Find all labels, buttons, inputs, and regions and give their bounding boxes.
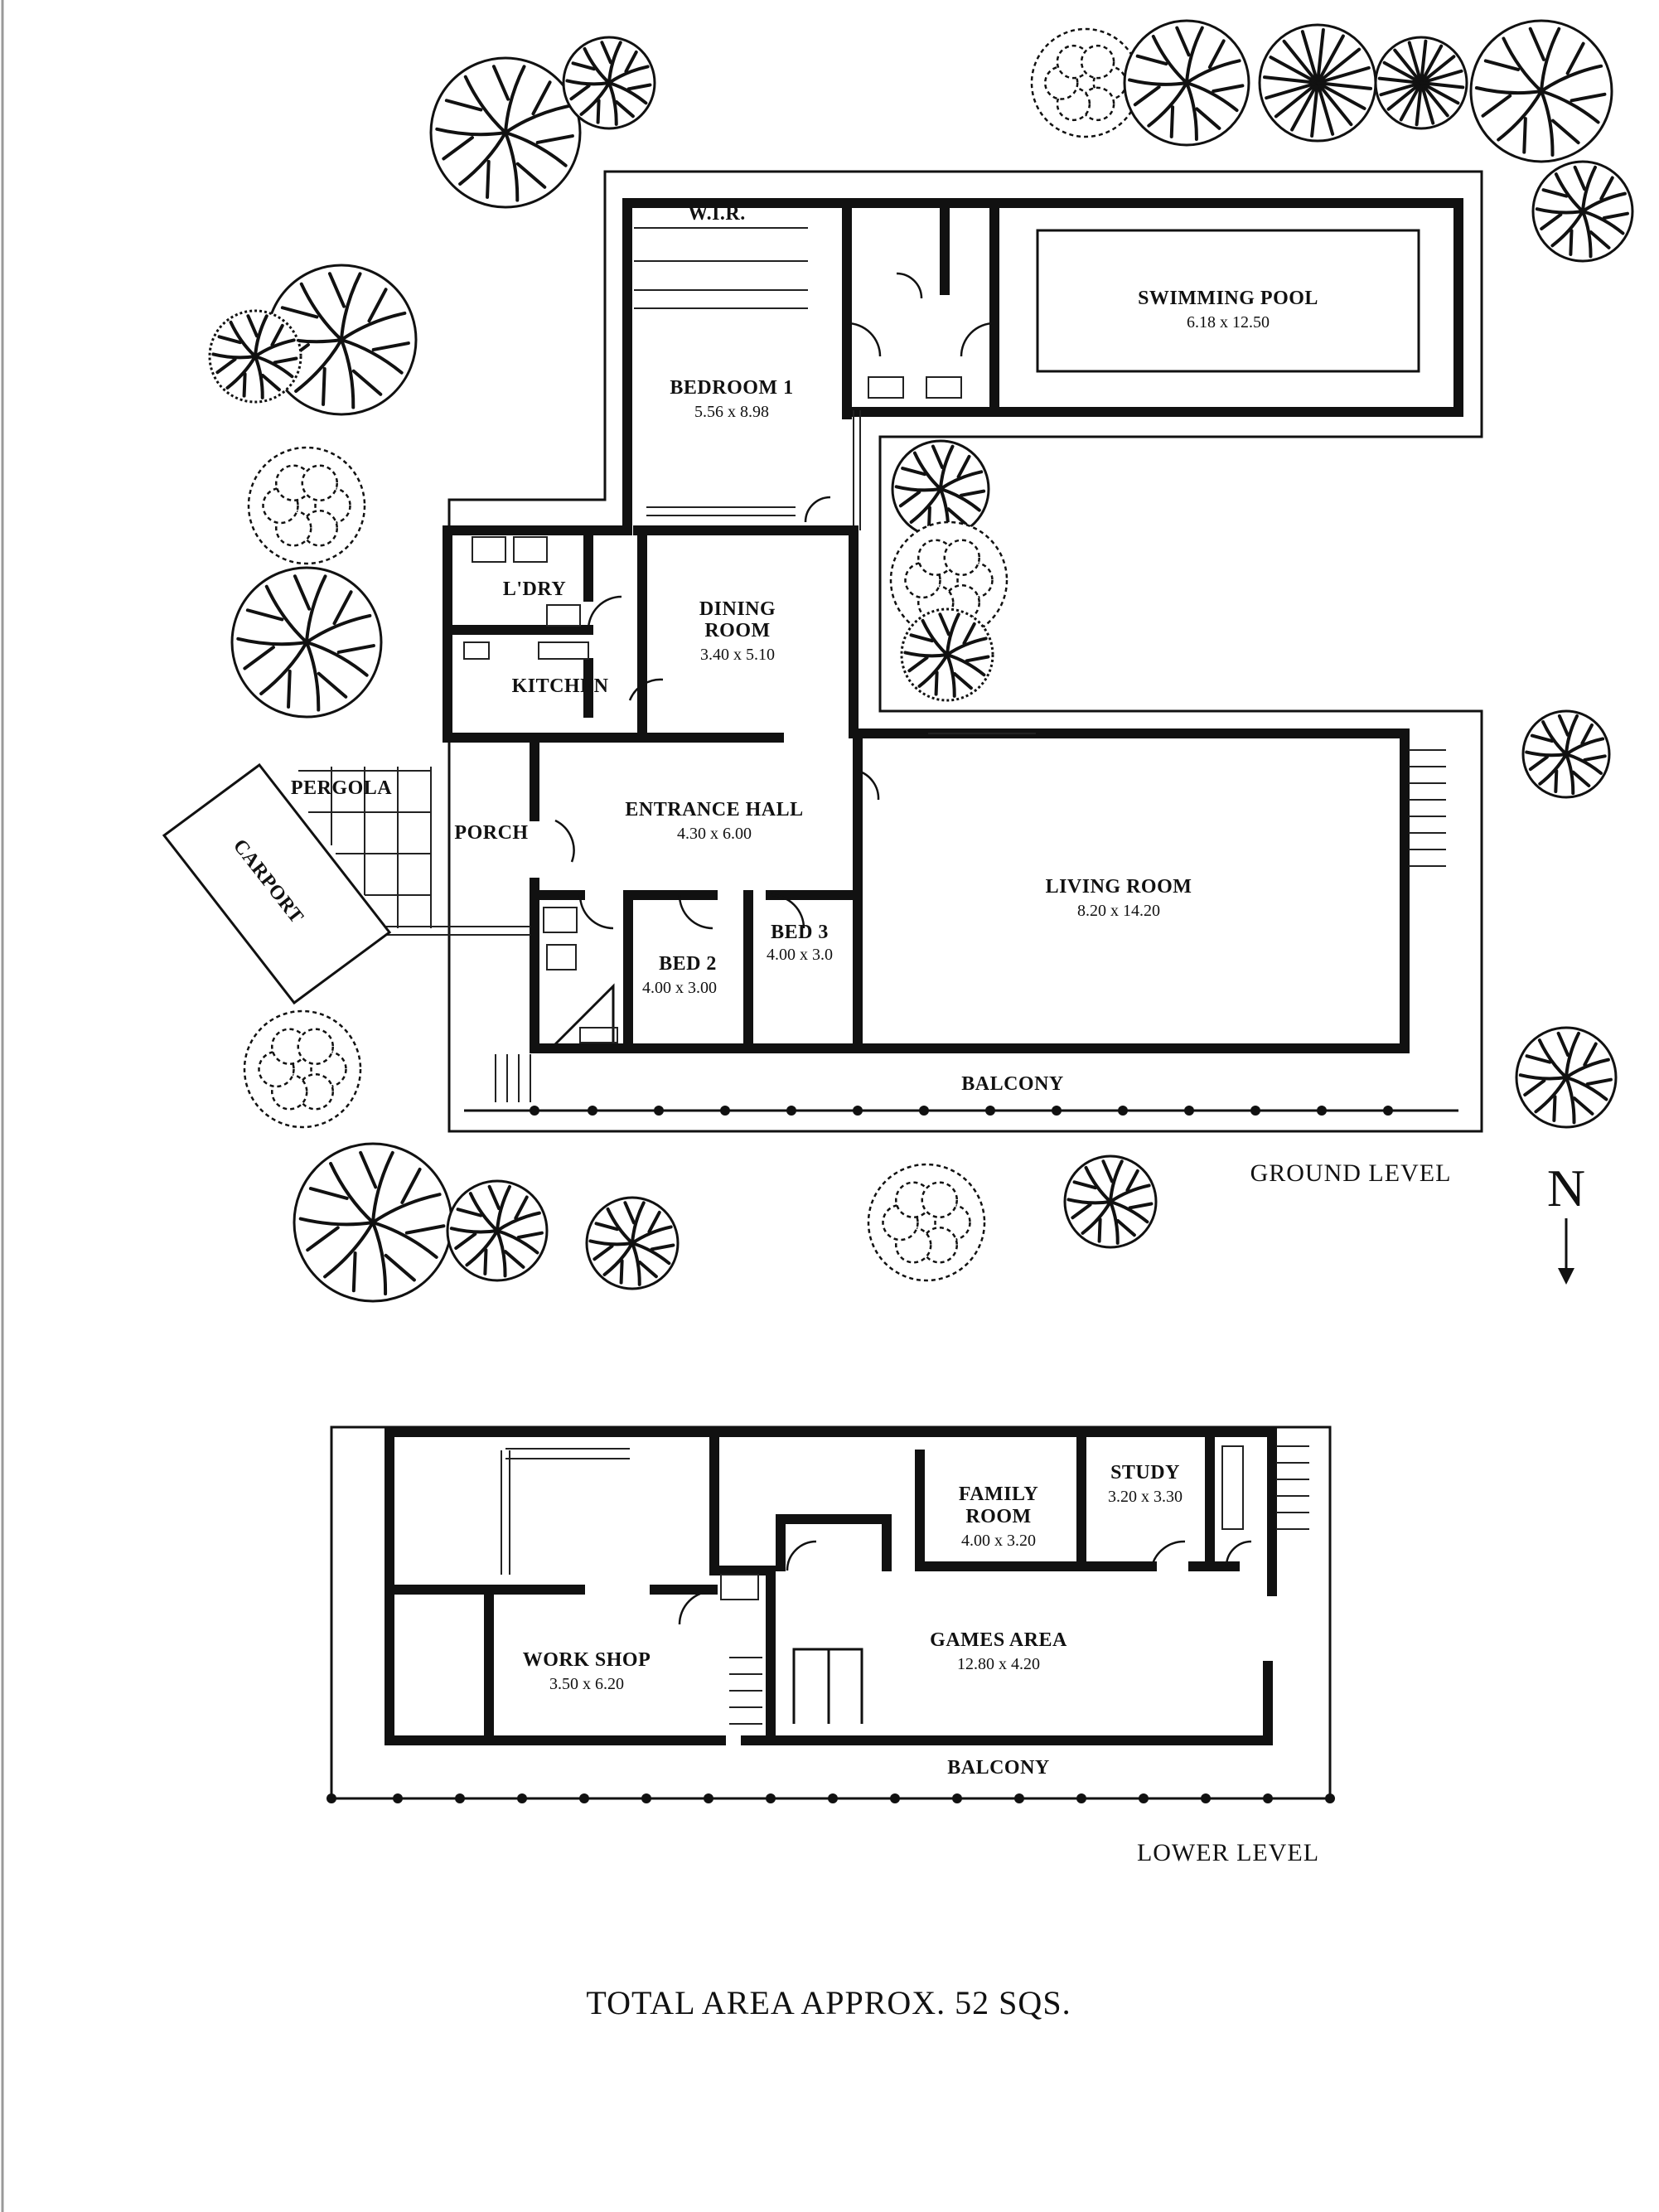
tree-symbol — [230, 566, 383, 719]
ground-level-title: GROUND LEVEL — [1250, 1159, 1452, 1187]
dining-label-1: DINING — [699, 598, 776, 620]
balcony-posts — [530, 1106, 1393, 1116]
lower-north-wall — [385, 1427, 1277, 1596]
lower-stair — [1221, 1445, 1309, 1530]
living-room-walls — [534, 728, 1410, 1053]
wir-label: W.I.R. — [688, 203, 745, 225]
workshop-dims: 3.50 x 6.20 — [549, 1675, 624, 1693]
porch-label: PORCH — [454, 822, 528, 844]
pool-dims: 6.18 x 12.50 — [1187, 313, 1270, 332]
tree-symbol — [1258, 23, 1377, 143]
tree-symbol — [1521, 709, 1611, 799]
lower-level-title: LOWER LEVEL — [1137, 1839, 1319, 1866]
tree-symbol — [429, 56, 582, 209]
dining-dims: 3.40 x 5.10 — [700, 646, 775, 664]
tree-symbol — [891, 439, 990, 539]
carport-label: CARPORT — [229, 835, 307, 928]
workshop-label: WORK SHOP — [523, 1649, 651, 1671]
balcony-steps — [495, 1054, 531, 1102]
tree-symbol — [867, 1163, 986, 1282]
kitchen-label: KITCHEN — [512, 675, 609, 697]
tree-symbol — [243, 1009, 362, 1129]
lower-level-labels: FAMILY ROOM 4.00 x 3.20 STUDY 3.20 x 3.3… — [523, 1462, 1319, 1866]
tree-symbol — [1469, 19, 1613, 163]
tree-symbol — [889, 520, 1008, 640]
living-dims: 8.20 x 14.20 — [1077, 902, 1160, 920]
entrance-dims: 4.30 x 6.00 — [677, 825, 752, 843]
tree-symbol — [1030, 27, 1141, 138]
family-dims: 4.00 x 3.20 — [961, 1532, 1036, 1550]
tree-symbol — [1123, 19, 1250, 147]
family-label-1: FAMILY — [959, 1484, 1038, 1505]
dining-north-wall — [443, 525, 859, 738]
lower-balcony-posts — [326, 1793, 1335, 1803]
lower-south-walls — [385, 1427, 1273, 1745]
north-label: N — [1547, 1159, 1585, 1217]
study-label: STUDY — [1110, 1462, 1180, 1484]
pool-label: SWIMMING POOL — [1138, 288, 1318, 309]
pergola-label: PERGOLA — [291, 777, 392, 799]
games-label: GAMES AREA — [930, 1629, 1067, 1651]
landscape-trees — [208, 19, 1634, 1303]
tree-symbol — [1063, 1154, 1158, 1249]
lower-balcony-label: BALCONY — [947, 1757, 1050, 1779]
north-arrow: N — [1547, 1159, 1585, 1285]
tree-symbol — [1531, 160, 1634, 263]
tree-symbol — [1515, 1026, 1618, 1129]
bedroom1-dims: 5.56 x 8.98 — [694, 403, 769, 421]
carport — [162, 762, 392, 1005]
bed3-dims: 4.00 x 3.0 — [767, 946, 833, 964]
study-dims: 3.20 x 3.30 — [1108, 1488, 1183, 1506]
games-dims: 12.80 x 4.20 — [957, 1655, 1040, 1673]
pool-wing-wall — [622, 198, 1463, 417]
lower-stair-internal — [729, 1657, 762, 1725]
family-label-2: ROOM — [965, 1506, 1031, 1527]
tree-symbol — [446, 1179, 549, 1282]
total-area-note: TOTAL AREA APPROX. 52 SQS. — [586, 1984, 1071, 2021]
tree-symbol — [585, 1196, 680, 1290]
lower-fireplace — [792, 1648, 863, 1724]
ground-balcony-label: BALCONY — [961, 1073, 1064, 1095]
living-stair — [1409, 749, 1446, 867]
swimming-pool — [1036, 229, 1420, 373]
bed3-label: BED 3 — [771, 922, 829, 943]
living-label: LIVING ROOM — [1046, 876, 1192, 898]
dining-label-2: ROOM — [704, 620, 770, 641]
bed2-dims: 4.00 x 3.00 — [642, 979, 717, 997]
bed2-label: BED 2 — [659, 953, 717, 975]
tree-symbol — [1374, 36, 1468, 130]
pergola — [298, 767, 530, 936]
bedroom1-label: BEDROOM 1 — [670, 377, 793, 399]
tree-symbol — [208, 309, 302, 404]
laundry-label: L'DRY — [503, 578, 566, 600]
tree-symbol — [562, 36, 656, 130]
tree-symbol — [265, 264, 418, 416]
entrance-label: ENTRANCE HALL — [625, 799, 803, 820]
tree-symbol — [293, 1142, 453, 1303]
ground-level-plan — [162, 170, 1483, 1133]
tree-symbol — [900, 607, 994, 702]
tree-symbol — [247, 446, 366, 565]
lower-level-plan — [326, 1425, 1335, 1803]
terrace-outline — [447, 170, 1483, 1133]
